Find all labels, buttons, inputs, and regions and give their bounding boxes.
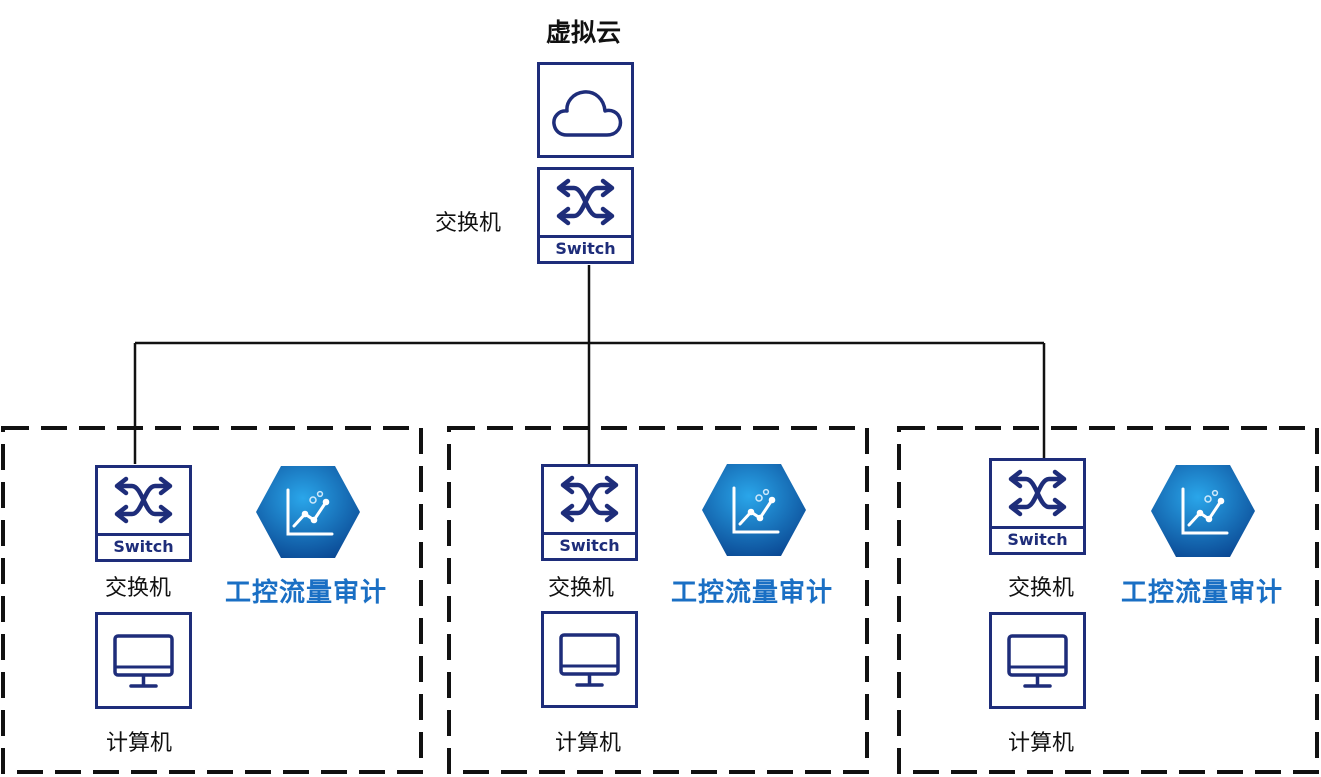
switch-arrows-icon bbox=[560, 475, 619, 523]
monitor-icon bbox=[559, 633, 620, 687]
zone-border-2 bbox=[447, 426, 869, 774]
zone3-computer-node bbox=[989, 612, 1086, 709]
core-switch-node: Switch bbox=[537, 167, 634, 264]
zone1-switch-node: Switch bbox=[95, 465, 192, 562]
core-switch-label: 交换机 bbox=[435, 211, 502, 236]
zone2-computer-label: 计算机 bbox=[555, 731, 622, 756]
zone3-switch-node: Switch bbox=[989, 458, 1086, 555]
switch-caption: Switch bbox=[992, 526, 1083, 552]
zone-border-3 bbox=[897, 426, 1319, 774]
zone1-computer-node bbox=[95, 612, 192, 709]
zone2-computer-node bbox=[541, 611, 638, 708]
monitor-icon bbox=[1007, 634, 1068, 688]
traffic-audit-hexagon-icon bbox=[256, 466, 360, 558]
cloud-icon bbox=[552, 90, 623, 137]
switch-arrows-icon bbox=[556, 178, 615, 226]
zone2-switch-label: 交换机 bbox=[548, 576, 615, 601]
zone3-switch-label: 交换机 bbox=[1008, 576, 1075, 601]
zone1-switch-label: 交换机 bbox=[105, 576, 172, 601]
zone-border-1 bbox=[1, 426, 423, 774]
zone1-audit-label: 工控流量审计 bbox=[225, 578, 388, 608]
cloud-title: 虚拟云 bbox=[546, 18, 622, 47]
switch-arrows-icon bbox=[1008, 469, 1067, 517]
monitor-icon bbox=[113, 634, 174, 688]
zone2-audit-label: 工控流量审计 bbox=[671, 578, 834, 608]
zone3-audit-label: 工控流量审计 bbox=[1121, 578, 1284, 608]
traffic-audit-hexagon-icon bbox=[1151, 465, 1255, 557]
switch-arrows-icon bbox=[114, 476, 173, 524]
zone2-switch-node: Switch bbox=[541, 464, 638, 561]
zone3-computer-label: 计算机 bbox=[1008, 731, 1075, 756]
traffic-audit-hexagon-icon bbox=[702, 464, 806, 556]
switch-caption: Switch bbox=[540, 235, 631, 261]
cloud-node bbox=[537, 62, 634, 158]
zone1-computer-label: 计算机 bbox=[106, 731, 173, 756]
switch-caption: Switch bbox=[544, 532, 635, 558]
switch-caption: Switch bbox=[98, 533, 189, 559]
